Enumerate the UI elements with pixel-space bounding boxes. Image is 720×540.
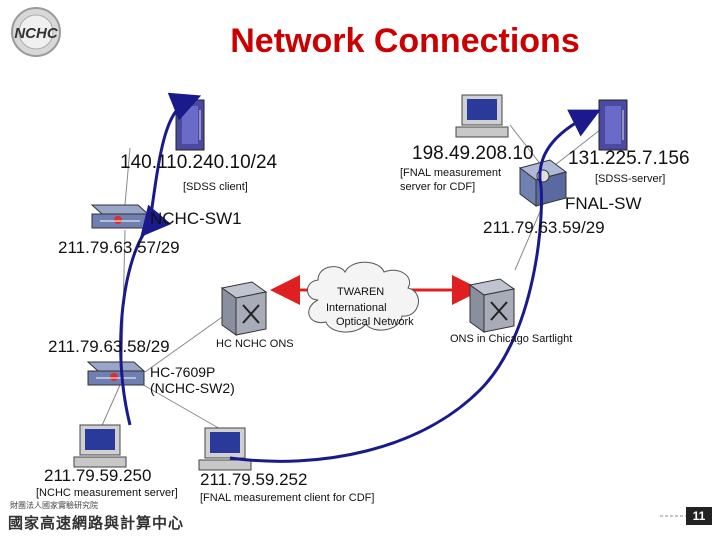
twaren-label-2: International (326, 302, 387, 314)
hc-ons-label: HC NCHC ONS (216, 338, 294, 350)
footer-org-name: 國家高速網路與計算中心 (8, 515, 185, 532)
link-sw2-ons (144, 314, 226, 373)
twaren-label-1: TWAREN (337, 286, 385, 298)
logo-text: NCHC (14, 25, 58, 42)
twaren-label-3: Optical Network (336, 316, 414, 328)
sdss-client-label: [SDSS client] (183, 181, 248, 193)
path-sdss-to-nchc-client (119, 204, 172, 426)
nchc-sw1-ip-label: 211.79.63.57/29 (58, 238, 180, 257)
sdss-client-ip-label: 140.110.240.10/24 (120, 152, 278, 173)
fnal-sw-ip-label: 211.79.63.59/29 (483, 218, 605, 237)
nchc-sw2-switch-icon (86, 361, 146, 386)
ons-chicago-label: ONS in Chicago Sartlight (450, 333, 573, 345)
fnal-server-label-1: [FNAL measurement (400, 167, 502, 179)
sw2-ip-label: 211.79.63.58/29 (48, 337, 170, 356)
fnal-server-label-2: server for CDF] (400, 181, 476, 193)
nchc-sw1-switch-icon (90, 204, 150, 229)
link-sw2-client2 (139, 382, 223, 431)
link-server-sw1 (124, 147, 131, 206)
fnal-sw-router-icon (518, 159, 568, 207)
twaren-cloud (307, 261, 419, 333)
link-sw2-client1 (99, 384, 121, 431)
hc-ons-device-icon (220, 281, 268, 336)
sdss-server-label: [SDSS-server] (595, 173, 666, 185)
path-to-sdss-client (148, 92, 202, 223)
sw2-label-2: (NCHC-SW2) (150, 380, 235, 396)
fnal-client-ip-label: 211.79.59.252 (200, 470, 308, 489)
fnal-sw-label: FNAL-SW (565, 194, 642, 213)
nchc-logo: NCHC (6, 6, 70, 62)
footer-institute-text: 財團法人國家實驗研究院 (10, 501, 98, 510)
fnal-client-workstation-icon (198, 427, 252, 471)
sdss-server-ip-label: 131.225.7.156 (568, 148, 690, 169)
fnal-server-ip-label: 198.49.208.10 (412, 143, 534, 164)
nchc-client-label: [NCHC measurement server] (36, 487, 178, 499)
fnal-server-workstation-icon (455, 94, 509, 138)
sdss-server-icon (598, 99, 628, 151)
path-fnal-client-to-sdss-server (229, 109, 601, 463)
fnal-client-label: [FNAL measurement client for CDF] (200, 492, 375, 504)
page-number: 11 (686, 507, 712, 525)
footer-dash-line (660, 515, 686, 517)
nchc-client-ip-label: 211.79.59.250 (44, 466, 152, 485)
nchc-sw1-label: NCHC-SW1 (150, 209, 242, 228)
page-title: Network Connections (230, 22, 580, 60)
chicago-ons-device-icon (468, 278, 516, 333)
nchc-client-workstation-icon (73, 424, 127, 468)
sw2-label-1: HC-7609P (150, 364, 216, 380)
